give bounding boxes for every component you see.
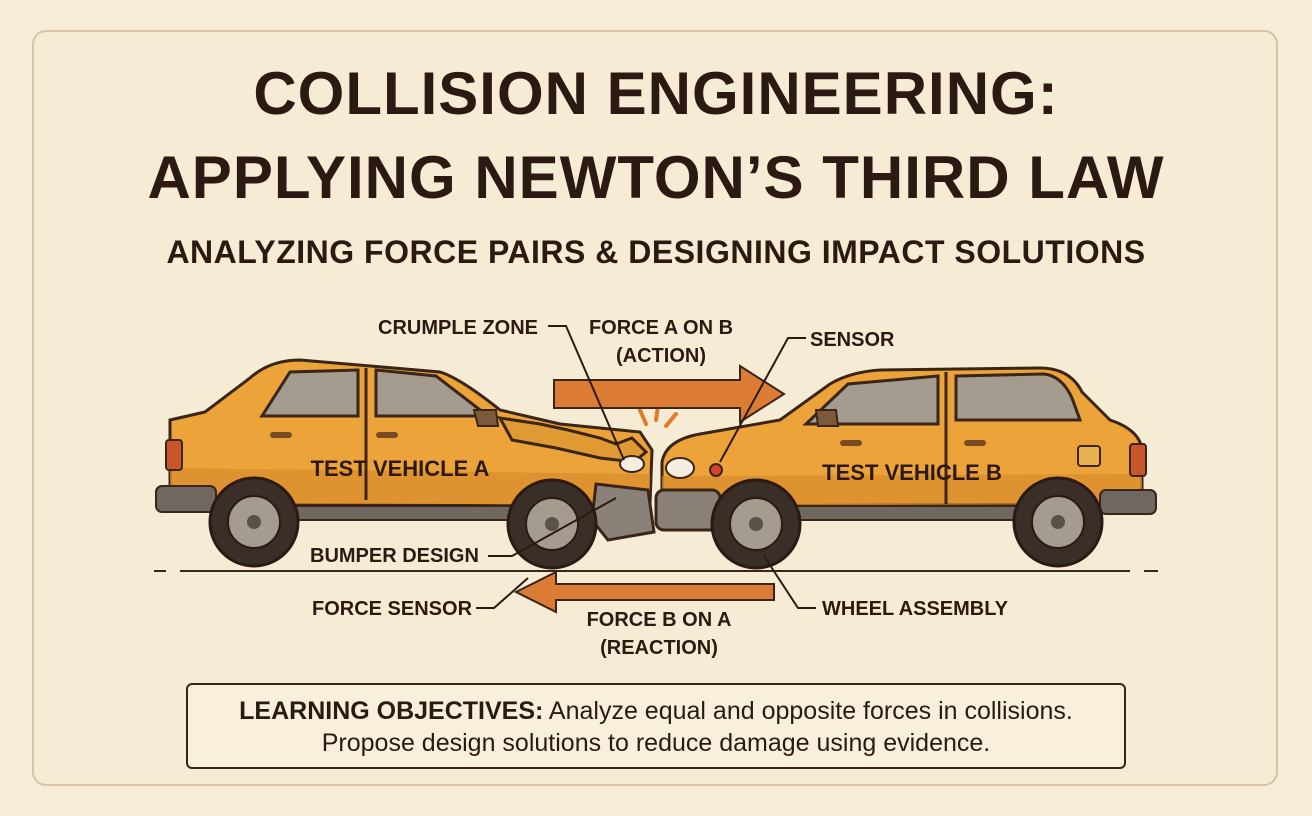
title-line-1: COLLISION ENGINEERING: <box>253 60 1059 127</box>
objectives-text-1: Analyze equal and opposite forces in col… <box>548 697 1073 725</box>
learning-objectives-box: LEARNING OBJECTIVES: Analyze equal and o… <box>186 683 1126 769</box>
force-sensor-label: FORCE SENSOR <box>312 598 473 620</box>
wheel-assembly-label: WHEEL ASSEMBLY <box>822 598 1009 620</box>
action-label: (ACTION) <box>616 345 706 367</box>
leader-lines <box>476 325 816 609</box>
force-a-on-b-arrow <box>553 364 786 424</box>
crumple-zone-label: CRUMPLE ZONE <box>378 317 538 339</box>
subtitle: ANALYZING FORCE PAIRS & DESIGNING IMPACT… <box>166 234 1146 270</box>
reaction-label: (REACTION) <box>600 637 718 659</box>
vehicle-a <box>155 358 656 570</box>
objectives-line-1: LEARNING OBJECTIVES: Analyze equal and o… <box>188 695 1124 727</box>
objectives-text-2: Propose design solutions to reduce damag… <box>321 729 991 757</box>
vehicle-b-label: TEST VEHICLE B <box>822 460 1002 485</box>
force-b-on-a-label: FORCE B ON A <box>587 609 732 631</box>
title-line-2: APPLYING NEWTON’S THIRD LAW <box>147 144 1165 211</box>
force-a-on-b-label: FORCE A ON B <box>589 317 733 339</box>
force-b-on-a-arrow <box>513 570 775 614</box>
objectives-heading: LEARNING OBJECTIVES: <box>239 697 544 725</box>
vehicle-b <box>654 366 1157 570</box>
bumper-design-label: BUMPER DESIGN <box>310 545 479 567</box>
vehicle-a-label: TEST VEHICLE A <box>311 456 490 481</box>
sensor-label: SENSOR <box>810 329 895 351</box>
